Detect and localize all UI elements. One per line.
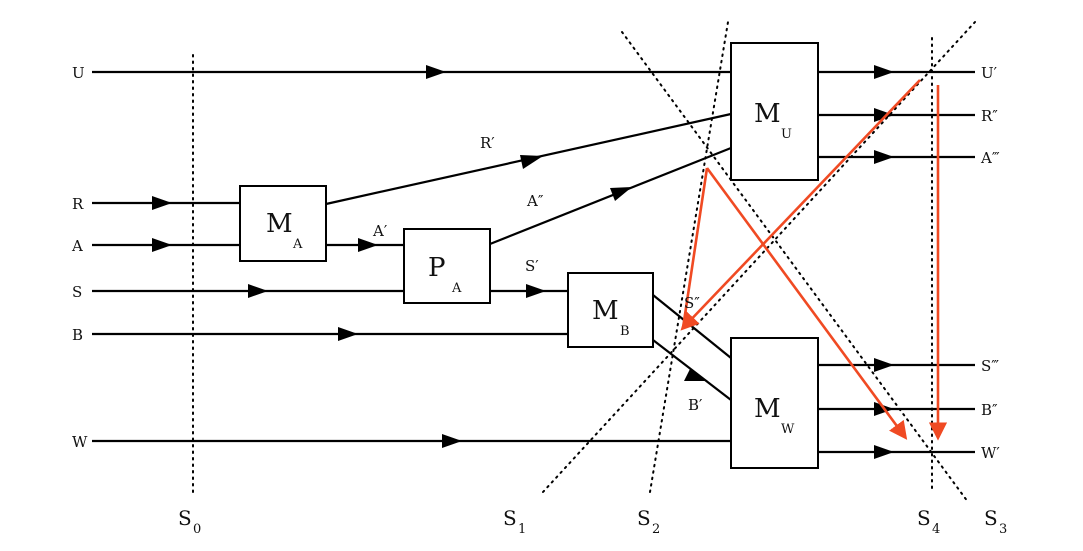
cut-line-s1: [542, 21, 976, 493]
box-mw: M W: [730, 337, 819, 469]
box-mu-label: M: [754, 99, 781, 129]
output-labels: U′ R″ A‴ S‴ B″ W′: [980, 64, 1000, 462]
box-mu-sub: U: [781, 127, 792, 142]
arrowhead: [874, 150, 894, 164]
svg-text:S: S: [503, 506, 517, 530]
input-labels: U R A S B W: [71, 64, 88, 451]
output-label-s: S‴: [981, 357, 999, 375]
box-mw-sub: W: [781, 422, 795, 437]
arrowhead: [874, 108, 894, 122]
output-label-a: A‴: [980, 149, 1000, 167]
wire-label-a-prime: A′: [372, 222, 388, 240]
svg-text:2: 2: [652, 522, 660, 537]
highlight-arrow-diag: [680, 79, 921, 331]
arrowhead: [520, 155, 543, 169]
arrowhead: [526, 284, 546, 298]
box-mb-sub: B: [620, 324, 630, 339]
svg-text:4: 4: [932, 522, 940, 537]
input-label-b: B: [72, 326, 83, 344]
svg-text:S: S: [637, 506, 651, 530]
input-label-s: S: [72, 283, 82, 301]
cut-label-s1: S 1: [503, 506, 526, 537]
cut-lines: [192, 21, 976, 503]
svg-text:1: 1: [518, 522, 526, 537]
arrowhead: [610, 187, 632, 201]
arrowhead: [248, 284, 268, 298]
cut-label-s3: S 3: [984, 506, 1007, 537]
input-label-a: A: [71, 237, 83, 255]
wire-a-double: [489, 146, 732, 246]
svg-text:S: S: [917, 506, 931, 530]
arrowhead: [338, 327, 358, 341]
box-mu: M U: [730, 42, 819, 181]
box-pa-label: P: [428, 253, 446, 283]
input-label-w: W: [72, 433, 88, 451]
output-label-w: W′: [981, 444, 1000, 462]
wire-label-s-prime: S′: [525, 257, 539, 275]
box-ma-sub: A: [292, 237, 303, 252]
wire-labels: R′ A″ A′ S′ S″ B′: [372, 134, 703, 414]
input-label-u: U: [72, 64, 85, 82]
highlight-arrow-zigzag: [681, 167, 709, 329]
box-pa-sub: A: [451, 281, 462, 296]
cut-labels: S 0 S 1 S 2 S 4 S 3: [178, 506, 1007, 537]
svg-text:S: S: [984, 506, 998, 530]
wire-label-b-prime: B′: [688, 396, 703, 414]
highlight-arrows: [680, 79, 948, 441]
output-label-b: B″: [981, 401, 998, 419]
arrowhead: [426, 65, 446, 79]
arrowhead: [152, 238, 172, 252]
arrowhead: [152, 196, 172, 210]
box-ma: M A: [239, 185, 327, 262]
arrowhead: [684, 369, 708, 381]
cut-line-s2: [649, 21, 729, 493]
output-label-u: U′: [981, 64, 998, 82]
svg-text:0: 0: [193, 522, 201, 537]
wire-b-prime: [652, 339, 732, 401]
box-mw-label: M: [754, 394, 781, 424]
box-pa: P A: [403, 228, 491, 304]
cut-label-s2: S 2: [637, 506, 660, 537]
svg-text:3: 3: [999, 522, 1007, 537]
highlight-arrow-to-w: [705, 167, 908, 440]
arrowhead: [874, 445, 894, 459]
arrowhead: [874, 65, 894, 79]
box-mb: M B: [567, 272, 654, 348]
arrowhead: [874, 358, 894, 372]
arrowhead: [358, 238, 378, 252]
wire-label-a-double: A″: [526, 192, 544, 210]
output-label-r: R″: [981, 107, 998, 125]
svg-text:S: S: [178, 506, 192, 530]
arrowhead: [442, 434, 462, 448]
cut-line-s3: [621, 31, 969, 503]
box-ma-label: M: [266, 209, 293, 239]
wire-label-r-prime: R′: [480, 134, 495, 152]
cut-label-s4: S 4: [917, 506, 940, 537]
box-mb-label: M: [592, 296, 619, 326]
wire-label-s-double: S″: [684, 294, 700, 312]
cut-label-s0: S 0: [178, 506, 201, 537]
input-label-r: R: [72, 195, 84, 213]
